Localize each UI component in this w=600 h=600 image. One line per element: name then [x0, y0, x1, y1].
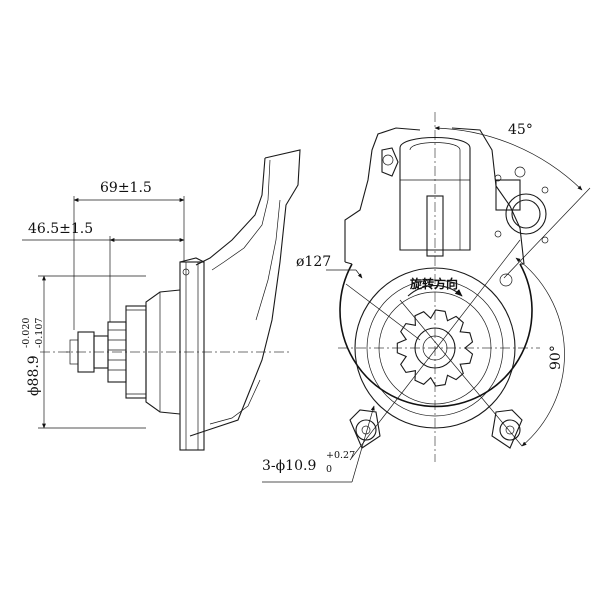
pinion-gear-teeth [396, 309, 474, 387]
dim-pilot-tol-upper: -0.020 [21, 318, 32, 348]
dim-holes-tol-upper: +0.27 [326, 450, 355, 461]
dim-length-69: 69±1.5 [100, 180, 152, 196]
dim-pilot-tol-lower: -0.107 [34, 318, 45, 348]
dim-pilot-diameter: ϕ88.9 [26, 355, 42, 396]
front-view: 旋转方向 ø127 45° 90° 3-ϕ10.9 +0.27 0 [262, 112, 591, 483]
dim-angle-90: 90° [548, 345, 564, 370]
rotation-direction-label: 旋转方向 [409, 276, 458, 291]
pinion-gear [396, 309, 474, 387]
dim-holes: 3-ϕ10.9 [262, 458, 316, 474]
dim-angle-45: 45° [508, 122, 533, 138]
dim-holes-tol-lower: 0 [326, 464, 332, 475]
dim-length-46: 46.5±1.5 [28, 221, 93, 237]
dim-outer-diameter: ø127 [296, 254, 331, 270]
side-view: 69±1.5 46.5±1.5 ϕ88.9 -0.020 -0.107 [21, 149, 301, 451]
